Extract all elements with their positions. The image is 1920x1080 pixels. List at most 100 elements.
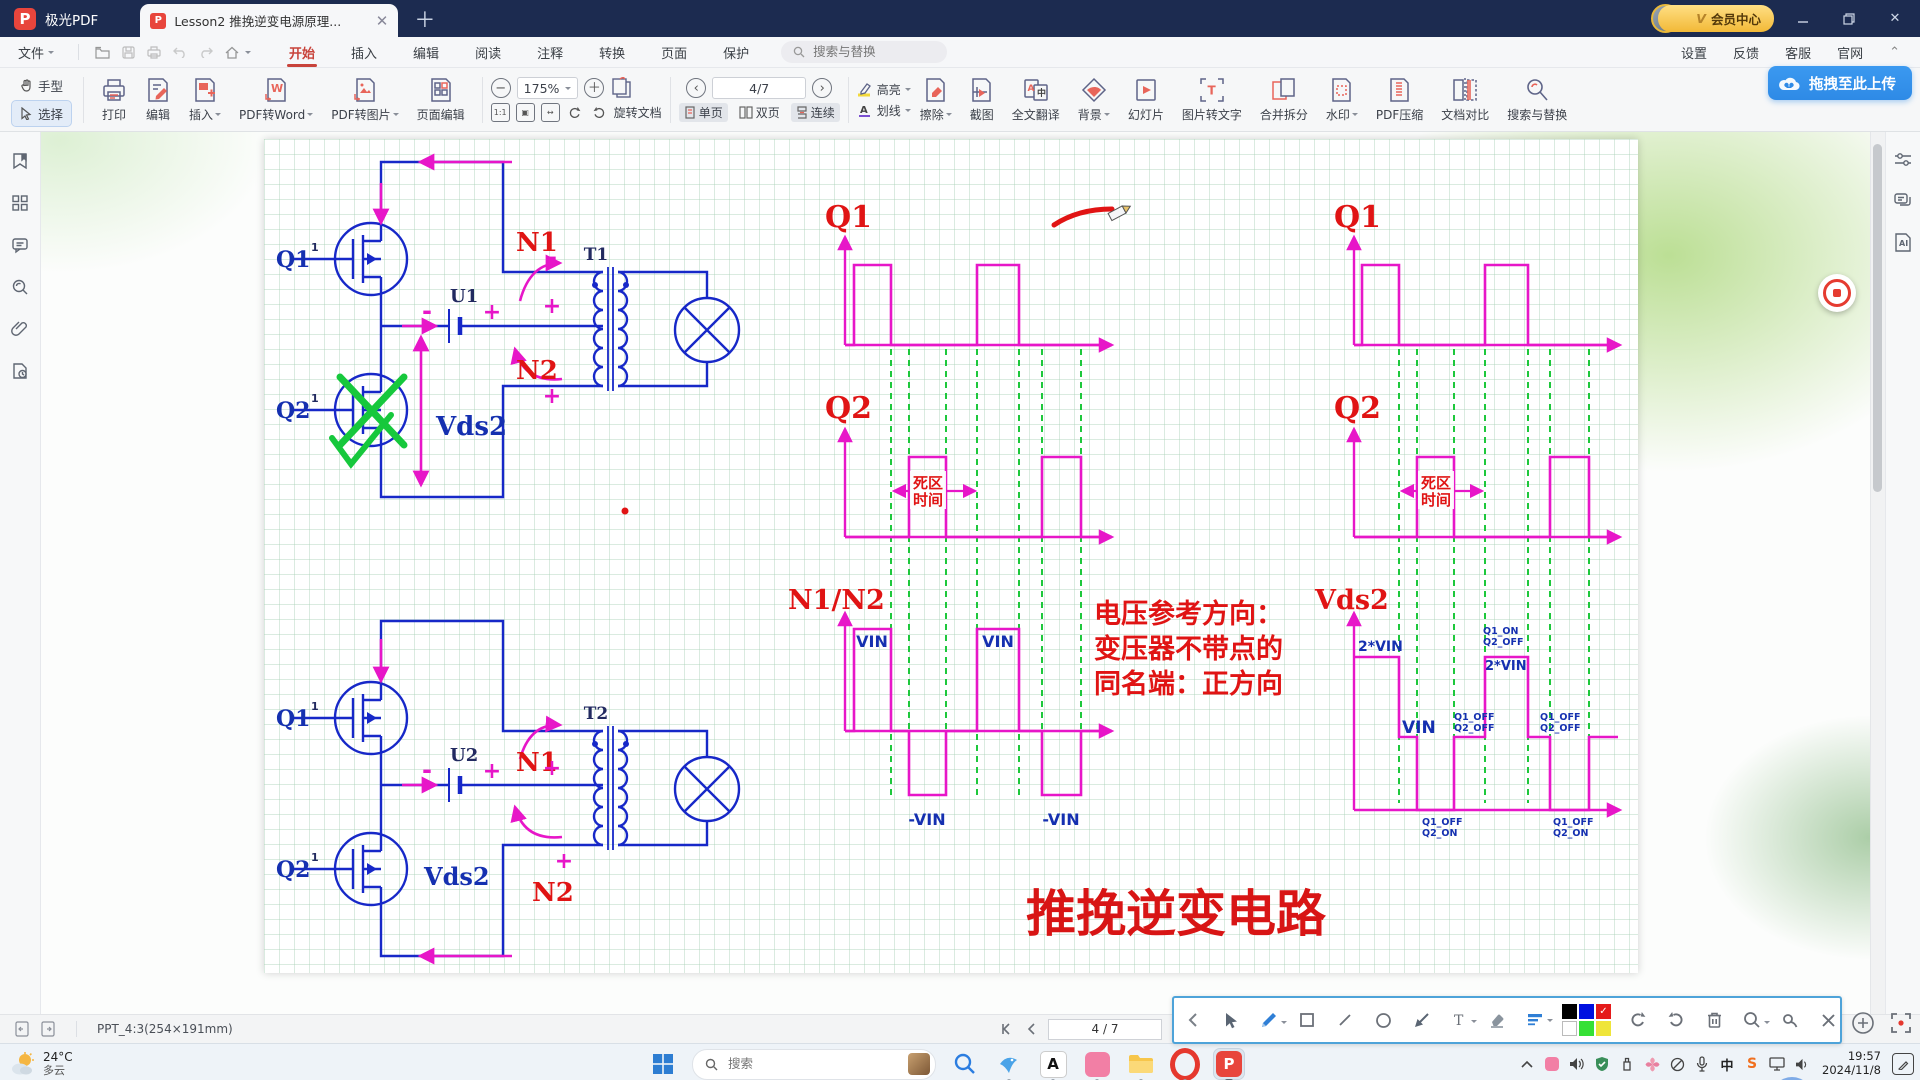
undo-button[interactable] (1619, 1011, 1657, 1029)
attachment-icon[interactable] (11, 320, 29, 338)
rotate-left-button[interactable] (566, 104, 584, 122)
trash-button[interactable] (1695, 1011, 1733, 1029)
zoom-level-box[interactable]: 175% (516, 77, 579, 99)
search-replace-input[interactable] (811, 44, 936, 60)
tray-no-network-icon[interactable] (1668, 1057, 1686, 1072)
tab-edit[interactable]: 编辑 (413, 46, 440, 62)
rectangle-tool[interactable] (1288, 1012, 1326, 1028)
comments-icon[interactable] (11, 236, 29, 254)
ai-doc-icon[interactable]: AI (1894, 233, 1912, 252)
highlight-button[interactable]: 高亮 (857, 81, 911, 98)
watermark-button[interactable]: 水印 (1317, 75, 1367, 125)
erase-button[interactable]: 擦除 (911, 75, 961, 125)
tray-s-app-icon[interactable]: S (1746, 1056, 1758, 1072)
bookmark-icon[interactable] (11, 152, 29, 170)
new-tab-button[interactable]: ＋ (414, 7, 436, 32)
screenshot-button[interactable]: 截图 (961, 75, 1003, 125)
link-settings[interactable]: 设置 (1681, 46, 1708, 62)
prev-page-button[interactable]: ‹ (686, 78, 707, 98)
eraser-tool[interactable] (1478, 1012, 1516, 1028)
arrow-tool[interactable] (1402, 1012, 1440, 1029)
vertical-scrollbar[interactable] (1870, 132, 1885, 1014)
tray-security-icon[interactable] (1593, 1056, 1611, 1072)
scrollbar-thumb[interactable] (1873, 144, 1882, 492)
close-button[interactable]: ✕ (1889, 11, 1901, 26)
merge-split-button[interactable]: 合并拆分 (1251, 75, 1317, 125)
link-support[interactable]: 客服 (1785, 46, 1812, 62)
weather-widget[interactable]: 24°C 多云 (10, 1050, 73, 1077)
ellipse-tool[interactable] (1364, 1012, 1402, 1029)
tray-volume2-icon[interactable] (1793, 1058, 1811, 1071)
zoom-in-button[interactable]: ＋ (584, 78, 605, 98)
focus-mode-button[interactable] (1884, 1006, 1918, 1040)
actual-size-button[interactable]: 1:1 (490, 103, 510, 122)
fit-width-button[interactable]: ↔ (540, 103, 560, 122)
rotate-doc-label[interactable]: 旋转文档 (613, 106, 662, 120)
slideshow-button[interactable]: 幻灯片 (1119, 75, 1173, 125)
view-single-button[interactable]: 单页 (678, 103, 728, 122)
rotate-right-button[interactable] (590, 104, 608, 122)
taskbar-file-explorer[interactable] (1126, 1049, 1156, 1080)
view-double-button[interactable]: 双页 (734, 103, 785, 122)
text-tool[interactable]: T (1440, 1012, 1478, 1028)
view-continuous-button[interactable]: 连续 (790, 103, 840, 122)
tab-convert[interactable]: 转换 (599, 46, 626, 62)
page-edit-button[interactable]: 页面编辑 (408, 75, 474, 125)
save-icon[interactable] (122, 45, 135, 59)
prev-view-icon[interactable] (14, 1021, 30, 1037)
upload-dropzone-button[interactable]: 拖拽至此上传 (1768, 66, 1912, 100)
edit-button[interactable]: 编辑 (136, 75, 180, 125)
tab-page[interactable]: 页面 (661, 46, 688, 62)
underline-button[interactable]: A 划线 (857, 102, 911, 119)
pdf-to-image-button[interactable]: PDF转图片 (322, 75, 407, 125)
home-icon[interactable] (225, 46, 239, 59)
recent-doc-icon[interactable] (11, 362, 29, 380)
search-replace-button[interactable]: 搜索与替换 (1498, 75, 1576, 125)
document-tab[interactable]: P Lesson2 推挽逆变电源原理... ✕ (140, 4, 399, 37)
tray-usb-icon[interactable] (1618, 1056, 1636, 1072)
tab-start[interactable]: 开始 (271, 37, 333, 67)
search-replace-box[interactable] (781, 41, 948, 63)
taskbar-search-input[interactable] (726, 1056, 870, 1072)
collapse-ribbon-icon[interactable]: ⌃ (1889, 44, 1900, 60)
pdf-compress-button[interactable]: PDF压缩 (1367, 75, 1432, 125)
print-button[interactable]: 打印 (92, 75, 136, 125)
background-button[interactable]: 背景 (1069, 75, 1119, 125)
adjust-panel-icon[interactable] (1894, 152, 1912, 168)
taskbar-search[interactable] (692, 1048, 936, 1080)
next-page-button[interactable]: › (812, 78, 833, 98)
pdf-to-word-button[interactable]: W PDF转Word (230, 75, 322, 125)
color-yellow[interactable] (1596, 1021, 1611, 1036)
magnifier-tool[interactable] (1733, 1011, 1771, 1029)
taskbar-app-o[interactable] (1170, 1047, 1200, 1080)
taskbar-app-pdf[interactable]: P (1213, 1048, 1245, 1080)
fit-page-button[interactable]: ▣ (515, 103, 535, 122)
zoom-out-button[interactable]: − (490, 78, 511, 98)
chat-panel-icon[interactable] (1893, 192, 1913, 209)
color-blue[interactable] (1579, 1004, 1594, 1019)
screen-record-button[interactable] (1818, 274, 1856, 312)
tab-read[interactable]: 阅读 (475, 46, 502, 62)
color-black[interactable] (1562, 1004, 1577, 1019)
tab-annotate[interactable]: 注释 (537, 46, 564, 62)
taskbar-app-pink[interactable] (1082, 1049, 1112, 1080)
tray-expand-icon[interactable] (1518, 1060, 1536, 1068)
ime-handwriting-icon[interactable] (1892, 1053, 1914, 1075)
tab-protect[interactable]: 保护 (723, 46, 750, 62)
recording-timer[interactable]: 06:37 (1771, 1077, 1813, 1080)
file-menu[interactable]: 文件 (18, 43, 55, 62)
tab-insert[interactable]: 插入 (351, 46, 378, 62)
undo-icon[interactable] (173, 46, 187, 58)
tab-close-icon[interactable]: ✕ (375, 11, 389, 30)
tray-pinwheel-icon[interactable] (1643, 1057, 1661, 1072)
next-view-icon[interactable] (40, 1021, 56, 1037)
rotate-pages-icon[interactable] (610, 77, 634, 99)
toolbar-options-caret[interactable] (245, 50, 252, 57)
pen-toolbar-close[interactable] (1809, 1013, 1847, 1028)
doc-compare-button[interactable]: 文档对比 (1432, 75, 1498, 125)
start-button[interactable] (648, 1049, 678, 1079)
minimize-button[interactable] (1786, 13, 1820, 25)
tray-volume-icon[interactable] (1568, 1057, 1586, 1071)
member-center-badge[interactable]: V 会员中心 (1658, 5, 1774, 32)
